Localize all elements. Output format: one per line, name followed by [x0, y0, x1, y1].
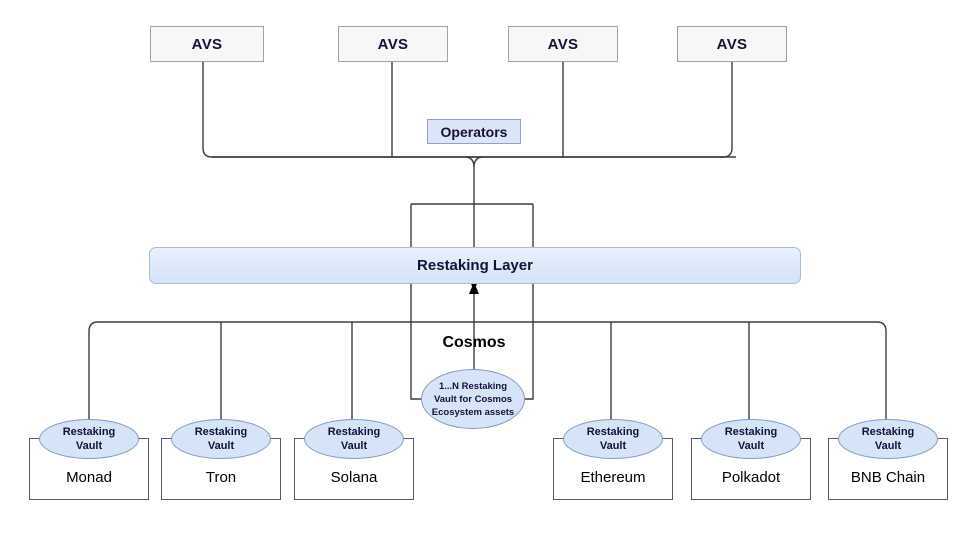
operators-node[interactable]: Operators [427, 119, 521, 144]
vault-line-1: Restaking [327, 426, 381, 438]
cosmos-vault-line-1: 1...N Restaking [438, 380, 508, 392]
restaking-vault-badge-tron[interactable]: Restaking Vault [171, 419, 271, 459]
chain-label: Monad [66, 469, 112, 486]
wire-operators-junction-right [473, 156, 483, 168]
restaking-vault-badge-bnb[interactable]: Restaking Vault [838, 419, 938, 459]
avs-box-3[interactable]: AVS [508, 26, 618, 62]
restaking-vault-badge-monad[interactable]: Restaking Vault [39, 419, 139, 459]
chain-label: Ethereum [580, 469, 646, 486]
cosmos-label: Cosmos [442, 334, 506, 351]
vault-line-2: Vault [340, 440, 368, 452]
chain-label: Tron [205, 469, 237, 486]
chain-label: Solana [330, 469, 378, 486]
vault-line-1: Restaking [861, 426, 915, 438]
vault-line-1: Restaking [586, 426, 640, 438]
arrowhead-up-icon [469, 282, 479, 294]
wire-avs1 [202, 62, 474, 158]
vault-line-1: Restaking [194, 426, 248, 438]
restaking-vault-badge-solana[interactable]: Restaking Vault [304, 419, 404, 459]
restaking-layer-label: Restaking Layer [417, 257, 533, 274]
wire-operators-junction [465, 156, 475, 204]
vault-line-2: Vault [75, 440, 103, 452]
vault-line-2: Vault [599, 440, 627, 452]
restaking-vault-badge-polkadot[interactable]: Restaking Vault [701, 419, 801, 459]
vault-line-1: Restaking [62, 426, 116, 438]
avs-box-1[interactable]: AVS [150, 26, 264, 62]
chain-label: Polkadot [721, 469, 781, 486]
avs-label: AVS [547, 35, 579, 53]
vault-line-2: Vault [874, 440, 902, 452]
avs-label: AVS [377, 35, 409, 53]
wire-lower-bus-right [533, 321, 887, 332]
cosmos-vault-line-3: Ecosystem assets [431, 406, 515, 418]
vault-line-2: Vault [207, 440, 235, 452]
cosmos-restaking-vault-node[interactable]: 1...N Restaking Vault for Cosmos Ecosyst… [421, 369, 525, 429]
restaking-vault-badge-ethereum[interactable]: Restaking Vault [563, 419, 663, 459]
chain-label: BNB Chain [850, 469, 926, 486]
vault-line-1: Restaking [724, 426, 778, 438]
avs-label: AVS [716, 35, 748, 53]
avs-label: AVS [191, 35, 223, 53]
avs-box-4[interactable]: AVS [677, 26, 787, 62]
wire-lower-bus-left [88, 321, 411, 332]
operators-label: Operators [440, 123, 508, 140]
avs-box-2[interactable]: AVS [338, 26, 448, 62]
vault-line-2: Vault [737, 440, 765, 452]
restaking-layer-node[interactable]: Restaking Layer [149, 247, 801, 284]
cosmos-vault-line-2: Vault for Cosmos [433, 393, 513, 405]
